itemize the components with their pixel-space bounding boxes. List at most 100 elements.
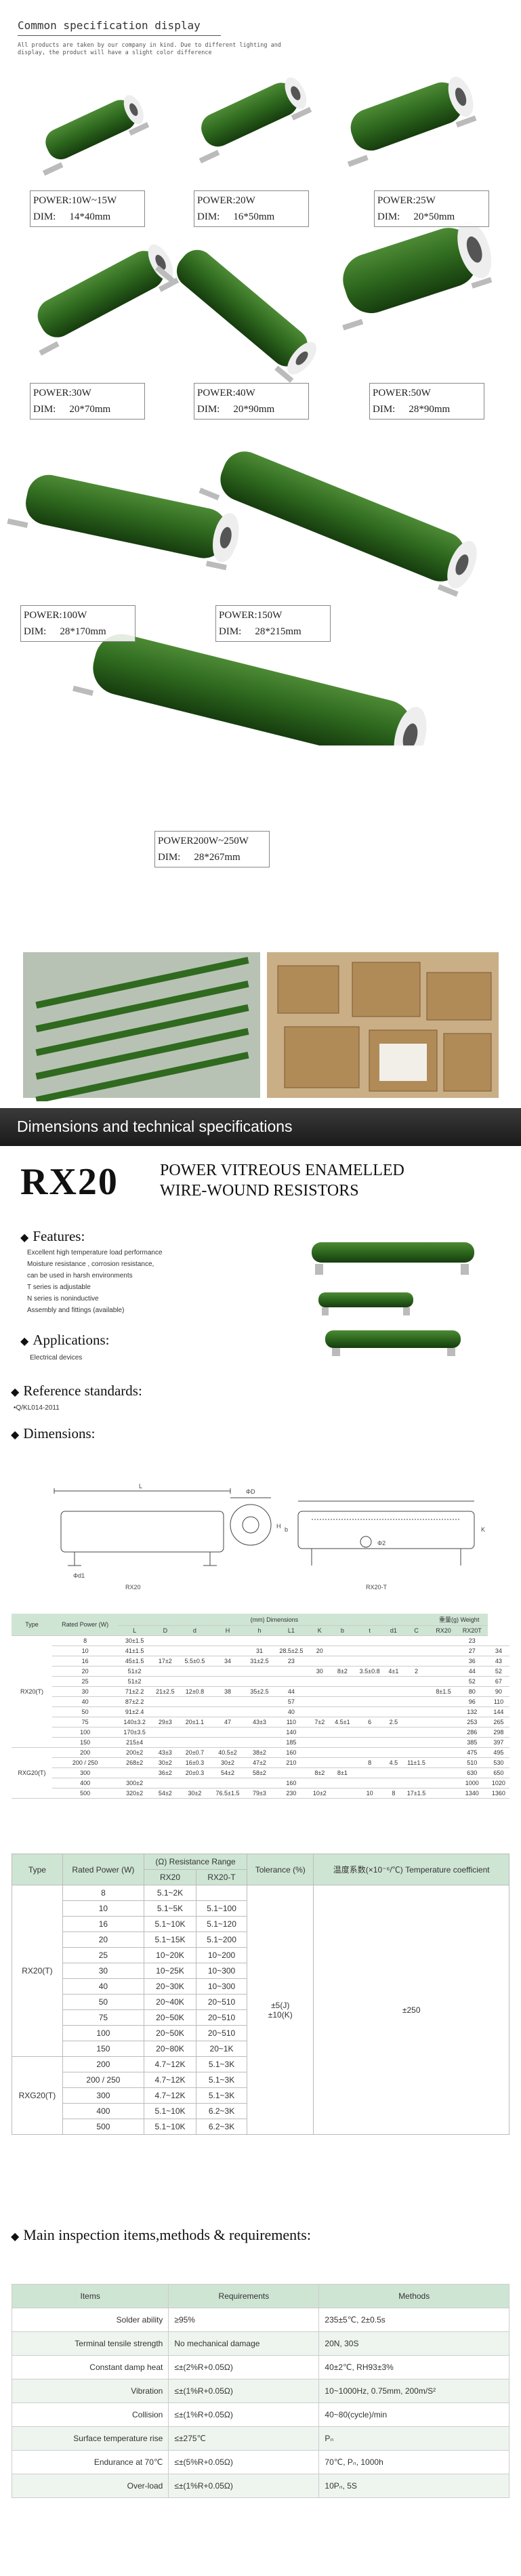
product-caption: POWER:50W DIM:28*90mm [369, 383, 484, 420]
table-cell [385, 1737, 402, 1748]
resistor-30w-image [37, 244, 180, 356]
table-cell: 30 [51, 1686, 119, 1697]
table-cell [330, 1676, 355, 1687]
title-rule [18, 35, 221, 36]
table-cell [385, 1686, 402, 1697]
table-cell: 1000 [456, 1778, 488, 1788]
resistance-range-table: Type Rated Power (W) (Ω) Resistance Rang… [12, 1854, 509, 2135]
table-cell [430, 1645, 457, 1656]
table-cell: 320±2 [118, 1788, 151, 1799]
table-cell: 45±1.5 [118, 1656, 151, 1667]
product-caption: POWER:20W DIM:16*50mm [194, 190, 309, 227]
table-cell [210, 1778, 245, 1788]
rx20-heading: RX20 POWER VITREOUS ENAMELLED WIRE-WOUND… [0, 1152, 521, 1206]
table-cell: 36±2 [150, 1767, 180, 1778]
table-cell [430, 1778, 457, 1788]
table-cell: 6 [354, 1717, 385, 1727]
table-cell [430, 1706, 457, 1717]
table-cell [402, 1706, 431, 1717]
table-cell: 140 [273, 1727, 309, 1738]
table-cell: 650 [487, 1767, 509, 1778]
table-cell [150, 1706, 180, 1717]
table-cell: 87±2.2 [118, 1696, 151, 1707]
model-name: RX20 [20, 1161, 119, 1203]
table-cell [210, 1666, 245, 1677]
table-cell [402, 1747, 431, 1758]
table-cell [308, 1727, 331, 1738]
table-cell: 20 [62, 1931, 145, 1948]
table-cell [179, 1706, 211, 1717]
table-cell: 215±4 [118, 1737, 151, 1748]
table-cell: 210 [273, 1757, 309, 1768]
table-cell: 10Pₙ, 5S [318, 2474, 509, 2498]
table-cell: 51±2 [118, 1676, 151, 1687]
table-cell [245, 1696, 274, 1707]
table-cell [308, 1778, 331, 1788]
table-cell: 6.2~3K [196, 2103, 248, 2119]
table-cell: Collision [11, 2403, 169, 2427]
table-cell [308, 1656, 331, 1667]
table-cell: 160 [273, 1747, 309, 1758]
table-cell: 1360 [487, 1788, 509, 1799]
table-cell [430, 1666, 457, 1677]
table-cell [385, 1747, 402, 1758]
table-cell: 495 [487, 1747, 509, 1758]
table-cell: 4±1 [385, 1666, 402, 1677]
drawing-label-D: ΦD [246, 1488, 255, 1495]
banner-text: Dimensions and technical specifications [17, 1118, 293, 1135]
table-cell: 200 / 250 [51, 1757, 119, 1768]
table-cell: Terminal tensile strength [11, 2331, 169, 2356]
drawing-label-l: L [139, 1483, 142, 1490]
table-cell [245, 1635, 274, 1646]
table-cell [430, 1676, 457, 1687]
table-cell: ≤±(5%R+0.05Ω) [168, 2450, 320, 2474]
table-cell: ≤±(2%R+0.05Ω) [168, 2355, 320, 2379]
col-temp-coeff: 温度系数(×10⁻⁶/℃) Temperature coefficient [313, 1854, 509, 1885]
table-cell [308, 1696, 331, 1707]
table-cell: 40 [62, 1978, 145, 1995]
color-disclaimer: All products are taken by our company in… [18, 42, 281, 56]
col-tolerance: Tolerance (%) [247, 1854, 314, 1885]
table-cell: 40 [51, 1696, 119, 1707]
table-cell [150, 1666, 180, 1677]
table-cell: 25 [62, 1947, 145, 1963]
col-power: Rated Power (W) [51, 1614, 119, 1636]
dimensions-heading: ◆Dimensions: [11, 1425, 96, 1442]
table-cell: 79±3 [245, 1788, 274, 1799]
table-cell: 6.2~3K [196, 2119, 248, 2135]
drawing-label-H: H [276, 1523, 281, 1530]
table-cell: 40±2℃, RH93±3% [318, 2355, 509, 2379]
table-cell: 5.1~3K [196, 2072, 248, 2088]
feature-item: N series is noninductive [27, 1295, 99, 1303]
table-cell [385, 1635, 402, 1646]
table-cell: 10~300 [196, 1963, 248, 1979]
table-cell [308, 1635, 331, 1646]
table-cell: Pₙ [318, 2426, 509, 2451]
table-cell: 20~1K [196, 2041, 248, 2057]
table-cell [330, 1747, 355, 1758]
table-cell [385, 1645, 402, 1656]
table-cell: Solder ability [11, 2308, 169, 2332]
table-cell [430, 1757, 457, 1768]
table-cell: 144 [487, 1706, 509, 1717]
tolerance-a: ±5(J) [271, 2000, 290, 2010]
table-cell: 5.1~10K [143, 2103, 197, 2119]
table-cell: 265 [487, 1717, 509, 1727]
table-cell [402, 1696, 431, 1707]
table-cell [385, 1767, 402, 1778]
table-cell [402, 1737, 431, 1748]
table-cell: 28.5±2.5 [273, 1645, 309, 1656]
table-cell: Surface temperature rise [11, 2426, 169, 2451]
table-cell: 30±2 [179, 1788, 211, 1799]
table-cell: 1020 [487, 1778, 509, 1788]
factory-photos [23, 952, 499, 1101]
resistor-20w-image [199, 77, 312, 164]
table-cell: 20±0.3 [179, 1767, 211, 1778]
